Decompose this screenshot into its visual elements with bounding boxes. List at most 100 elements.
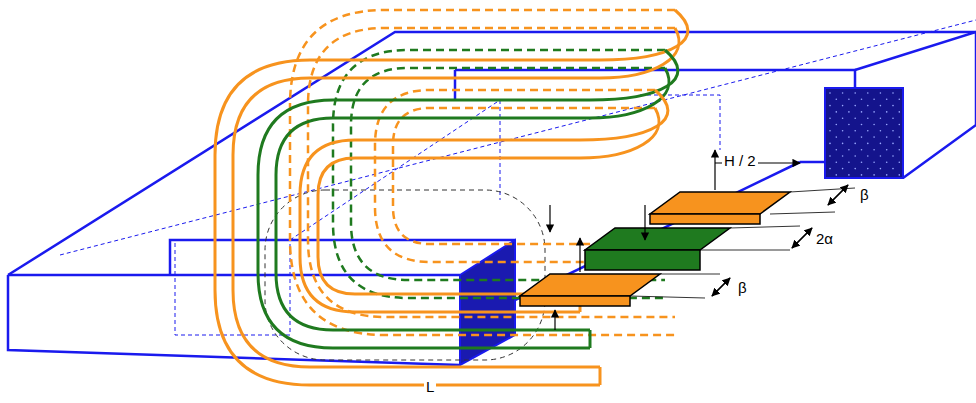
extension-line [700,250,790,251]
pole-texture [867,130,869,132]
pole-texture [886,99,888,101]
pole-texture [854,105,856,107]
pole-texture [873,136,875,138]
pole-texture [886,111,888,113]
pole-texture [848,111,850,113]
pole-texture [842,92,844,94]
pole-texture [892,130,894,132]
pole-texture [886,149,888,151]
pole-texture [873,124,875,126]
pole-texture [854,130,856,132]
pole-texture [854,92,856,94]
pole-texture [829,105,831,107]
pole-texture [880,117,882,119]
pole-texture [867,143,869,145]
pole-texture [899,162,901,164]
extension-line [790,188,855,192]
coil-front [318,158,580,294]
pole-texture [842,130,844,132]
pole-texture [836,162,838,164]
pole-texture [899,149,901,151]
pole-texture [848,162,850,164]
pole-face [825,88,903,178]
pole-texture [861,174,863,176]
pole-texture [842,155,844,157]
hidden-edge [395,100,500,200]
extension-line [770,212,835,214]
pole-texture [892,117,894,119]
yoke-edge [170,240,515,275]
pole-texture [880,155,882,157]
pole-texture [848,124,850,126]
pole-texture [892,168,894,170]
coil-turn [580,108,659,158]
coil-back [308,28,675,317]
pole-texture [880,105,882,107]
pole-texture [880,130,882,132]
pole-texture [873,111,875,113]
hidden-edge [640,95,720,150]
pole-texture [880,168,882,170]
coil-end [589,330,592,348]
pole-texture [836,136,838,138]
pole-texture [861,162,863,164]
pole-texture [867,92,869,94]
pole-texture [842,117,844,119]
dimension-arrow [792,228,812,248]
pole-texture [873,99,875,101]
dimension-label: β [858,186,871,203]
coil-end [599,367,602,385]
pole-texture [892,143,894,145]
pole-texture [899,174,901,176]
dimension-arrow [549,205,550,232]
pole-texture [854,155,856,157]
orange-plate-side [520,296,630,306]
pole-texture [854,143,856,145]
pole-texture [892,92,894,94]
pole-texture [899,99,901,101]
dimension-arrow [714,150,715,190]
orange-plate [520,274,660,296]
dimension-arrow [712,278,730,296]
pole-texture [848,136,850,138]
dimension-arrow [712,278,730,296]
pole-texture [861,149,863,151]
pole-texture [867,155,869,157]
pole-texture [829,168,831,170]
dimension-arrow [828,185,848,205]
dimension-arrow [792,228,812,248]
pole-texture [867,168,869,170]
pole-texture [829,143,831,145]
dimension-label: β [736,279,749,296]
pole-texture [861,111,863,113]
pole-texture [880,92,882,94]
length-label: L [424,378,436,395]
extension-line [730,226,800,228]
yoke-edge [903,32,976,178]
pole-texture [867,105,869,107]
pole-texture [886,174,888,176]
green-plate [585,228,730,250]
dimension-label: 2α [814,230,835,247]
pole-texture [899,111,901,113]
pole-texture [873,149,875,151]
yoke-edge [454,70,457,100]
green-plate-side [585,250,700,270]
dimension-label: H / 2 [722,152,758,169]
yoke-edge [515,162,800,300]
pole-texture [886,162,888,164]
pole-texture [836,124,838,126]
pole-texture [892,155,894,157]
pole-texture [836,149,838,151]
extension-line [630,296,705,298]
pole-texture [848,149,850,151]
hidden-edge [290,100,500,240]
pole-texture [892,105,894,107]
dimension-arrow [579,238,580,272]
pole-texture [861,124,863,126]
pole-texture [836,111,838,113]
pole-texture [848,174,850,176]
yoke-edge [855,32,976,70]
